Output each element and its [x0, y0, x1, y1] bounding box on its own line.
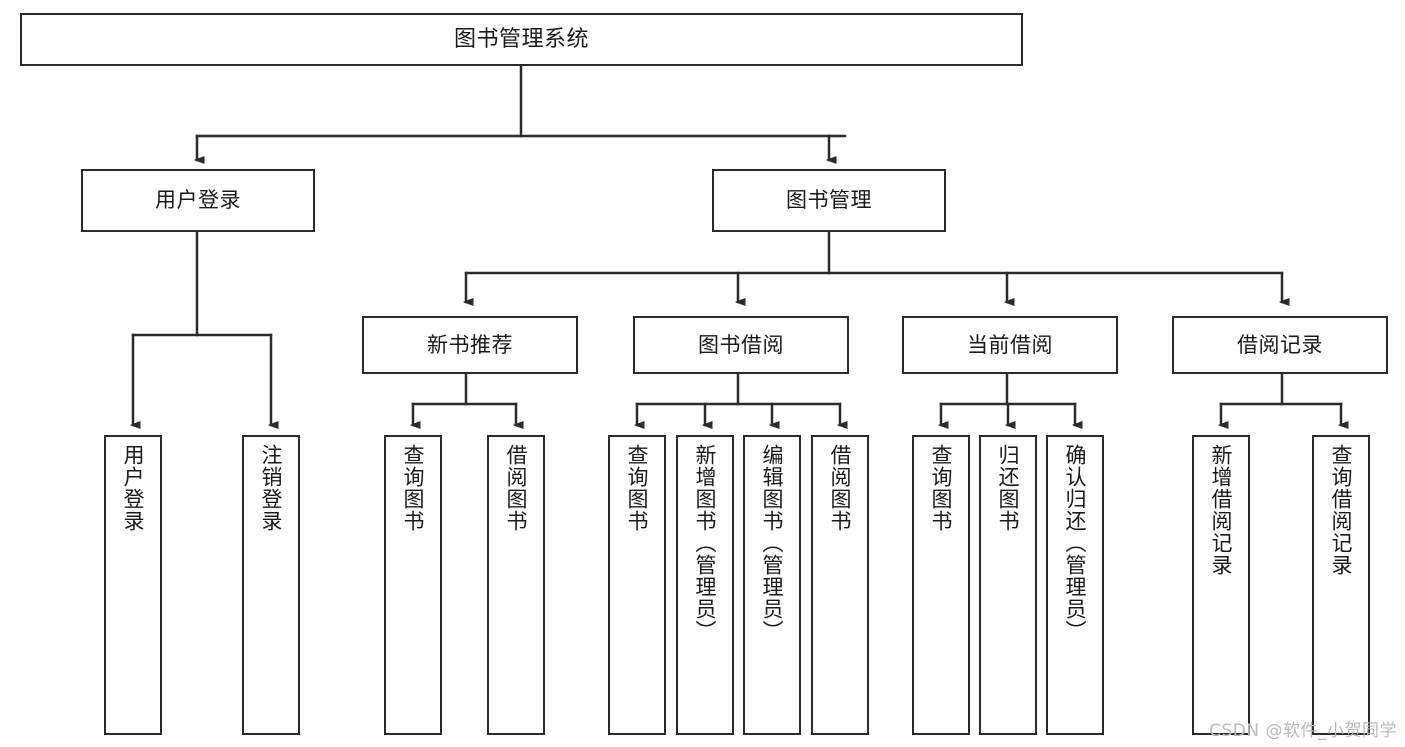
node-leaf-add-borrow-record[interactable]: 新增借阅记录	[1192, 435, 1250, 735]
node-label: 查询借阅记录	[1329, 444, 1354, 576]
node-leaf-query-book-3[interactable]: 查询图书	[912, 435, 970, 735]
node-label: 确认归还（管理员）	[1063, 444, 1088, 642]
node-leaf-add-book[interactable]: 新增图书（管理员）	[676, 435, 734, 735]
node-book-management[interactable]: 图书管理	[712, 169, 946, 232]
node-label: 查询图书	[401, 444, 426, 532]
node-leaf-query-book-1[interactable]: 查询图书	[384, 435, 442, 735]
node-label: 借阅图书	[828, 444, 853, 532]
node-leaf-borrow-book-2[interactable]: 借阅图书	[811, 435, 869, 735]
node-root-book-management-system[interactable]: 图书管理系统	[20, 13, 1023, 66]
node-user-login[interactable]: 用户登录	[81, 169, 315, 232]
watermark-text: CSDN @软件_小贺同学	[1209, 721, 1397, 741]
node-label: 新书推荐	[427, 332, 513, 357]
node-label: 用户登录	[155, 188, 241, 213]
node-borrow-record[interactable]: 借阅记录	[1172, 316, 1388, 374]
node-book-borrow[interactable]: 图书借阅	[633, 316, 849, 374]
node-current-borrow[interactable]: 当前借阅	[902, 316, 1118, 374]
node-leaf-user-login[interactable]: 用户登录	[104, 435, 162, 735]
node-label: 新增图书（管理员）	[693, 444, 718, 642]
node-leaf-edit-book[interactable]: 编辑图书（管理员）	[743, 435, 801, 735]
node-label: 注销登录	[259, 444, 284, 532]
node-label: 新增借阅记录	[1209, 444, 1234, 576]
node-leaf-logout-login[interactable]: 注销登录	[242, 435, 300, 735]
node-leaf-confirm-return[interactable]: 确认归还（管理员）	[1046, 435, 1104, 735]
node-label: 图书管理系统	[453, 26, 589, 52]
node-label: 查询图书	[929, 444, 954, 532]
node-label: 用户登录	[121, 444, 146, 532]
node-label: 图书借阅	[698, 332, 784, 357]
node-leaf-borrow-book-1[interactable]: 借阅图书	[487, 435, 545, 735]
node-label: 图书管理	[786, 188, 872, 213]
node-new-book-recommend[interactable]: 新书推荐	[362, 316, 578, 374]
node-label: 查询图书	[625, 444, 650, 532]
node-leaf-query-book-2[interactable]: 查询图书	[608, 435, 666, 735]
node-leaf-query-borrow-record[interactable]: 查询借阅记录	[1312, 435, 1370, 735]
node-label: 借阅图书	[504, 444, 529, 532]
node-leaf-return-book[interactable]: 归还图书	[979, 435, 1037, 735]
node-label: 归还图书	[996, 444, 1021, 532]
node-label: 当前借阅	[967, 332, 1053, 357]
node-label: 编辑图书（管理员）	[760, 444, 785, 642]
node-label: 借阅记录	[1237, 332, 1323, 357]
